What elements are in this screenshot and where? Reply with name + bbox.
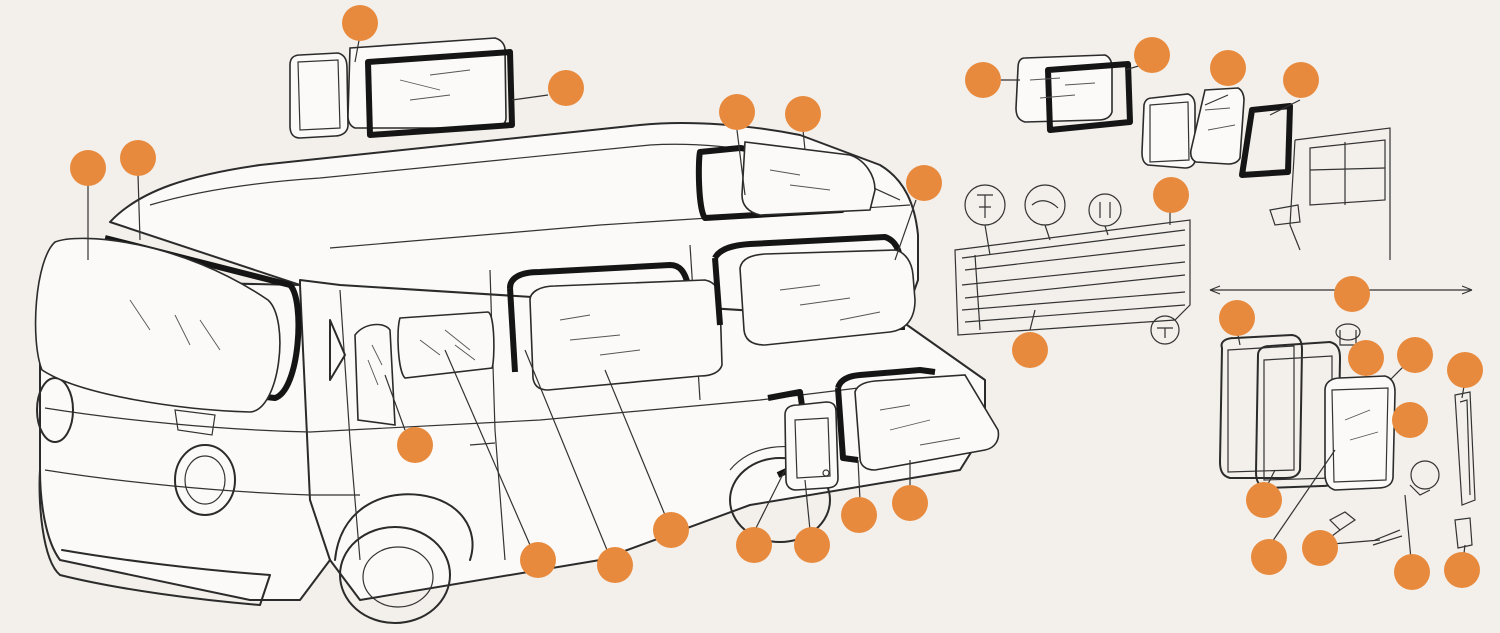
cab-side-window[interactable] — [397, 311, 495, 379]
callout-marker[interactable] — [1302, 530, 1338, 566]
rear-window[interactable] — [741, 141, 876, 216]
callout-marker[interactable] — [520, 542, 556, 578]
callout-marker[interactable] — [1134, 37, 1170, 73]
callout-marker[interactable] — [548, 70, 584, 106]
callout-markers — [70, 5, 1483, 590]
slide-pane-b[interactable] — [1189, 87, 1245, 165]
callout-marker[interactable] — [1246, 482, 1282, 518]
vent-window-parts — [1209, 285, 1476, 549]
callout-marker[interactable] — [653, 512, 689, 548]
rear-quarter-window[interactable] — [784, 401, 839, 491]
callout-marker[interactable] — [120, 140, 156, 176]
callout-marker[interactable] — [906, 165, 942, 201]
callout-marker[interactable] — [342, 5, 378, 41]
callout-marker[interactable] — [1397, 337, 1433, 373]
sliding-window-set — [1015, 54, 1391, 260]
middle-side-window[interactable] — [529, 279, 723, 391]
callout-marker[interactable] — [841, 497, 877, 533]
slide-pane-a[interactable] — [1141, 93, 1196, 169]
windshield-glass[interactable] — [34, 237, 281, 413]
callout-marker[interactable] — [1012, 332, 1048, 368]
callout-marker[interactable] — [1392, 402, 1428, 438]
callout-marker[interactable] — [397, 427, 433, 463]
callout-marker[interactable] — [965, 62, 1001, 98]
rear-side-window[interactable] — [739, 249, 916, 346]
callout-marker[interactable] — [1153, 177, 1189, 213]
windshield-group — [34, 235, 302, 413]
pop-out-window-set — [289, 37, 515, 139]
loose-side-window[interactable] — [854, 374, 1000, 471]
callout-marker[interactable] — [1447, 352, 1483, 388]
callout-marker[interactable] — [1251, 539, 1287, 575]
callout-marker[interactable] — [794, 527, 830, 563]
callout-marker[interactable] — [1394, 554, 1430, 590]
callout-marker[interactable] — [736, 527, 772, 563]
callout-marker[interactable] — [1210, 50, 1246, 86]
callout-marker[interactable] — [785, 96, 821, 132]
callout-marker[interactable] — [1283, 62, 1319, 98]
callout-marker[interactable] — [1334, 276, 1370, 312]
callout-marker[interactable] — [597, 547, 633, 583]
louvre-window-set — [954, 184, 1191, 345]
callout-marker[interactable] — [892, 485, 928, 521]
callout-marker[interactable] — [70, 150, 106, 186]
vent-window[interactable] — [354, 323, 396, 426]
vent-pane[interactable] — [1324, 375, 1396, 491]
callout-marker[interactable] — [1444, 552, 1480, 588]
callout-marker[interactable] — [1219, 300, 1255, 336]
callout-marker[interactable] — [1348, 340, 1384, 376]
callout-marker[interactable] — [719, 94, 755, 130]
pop-out-frame-small[interactable] — [289, 52, 349, 139]
